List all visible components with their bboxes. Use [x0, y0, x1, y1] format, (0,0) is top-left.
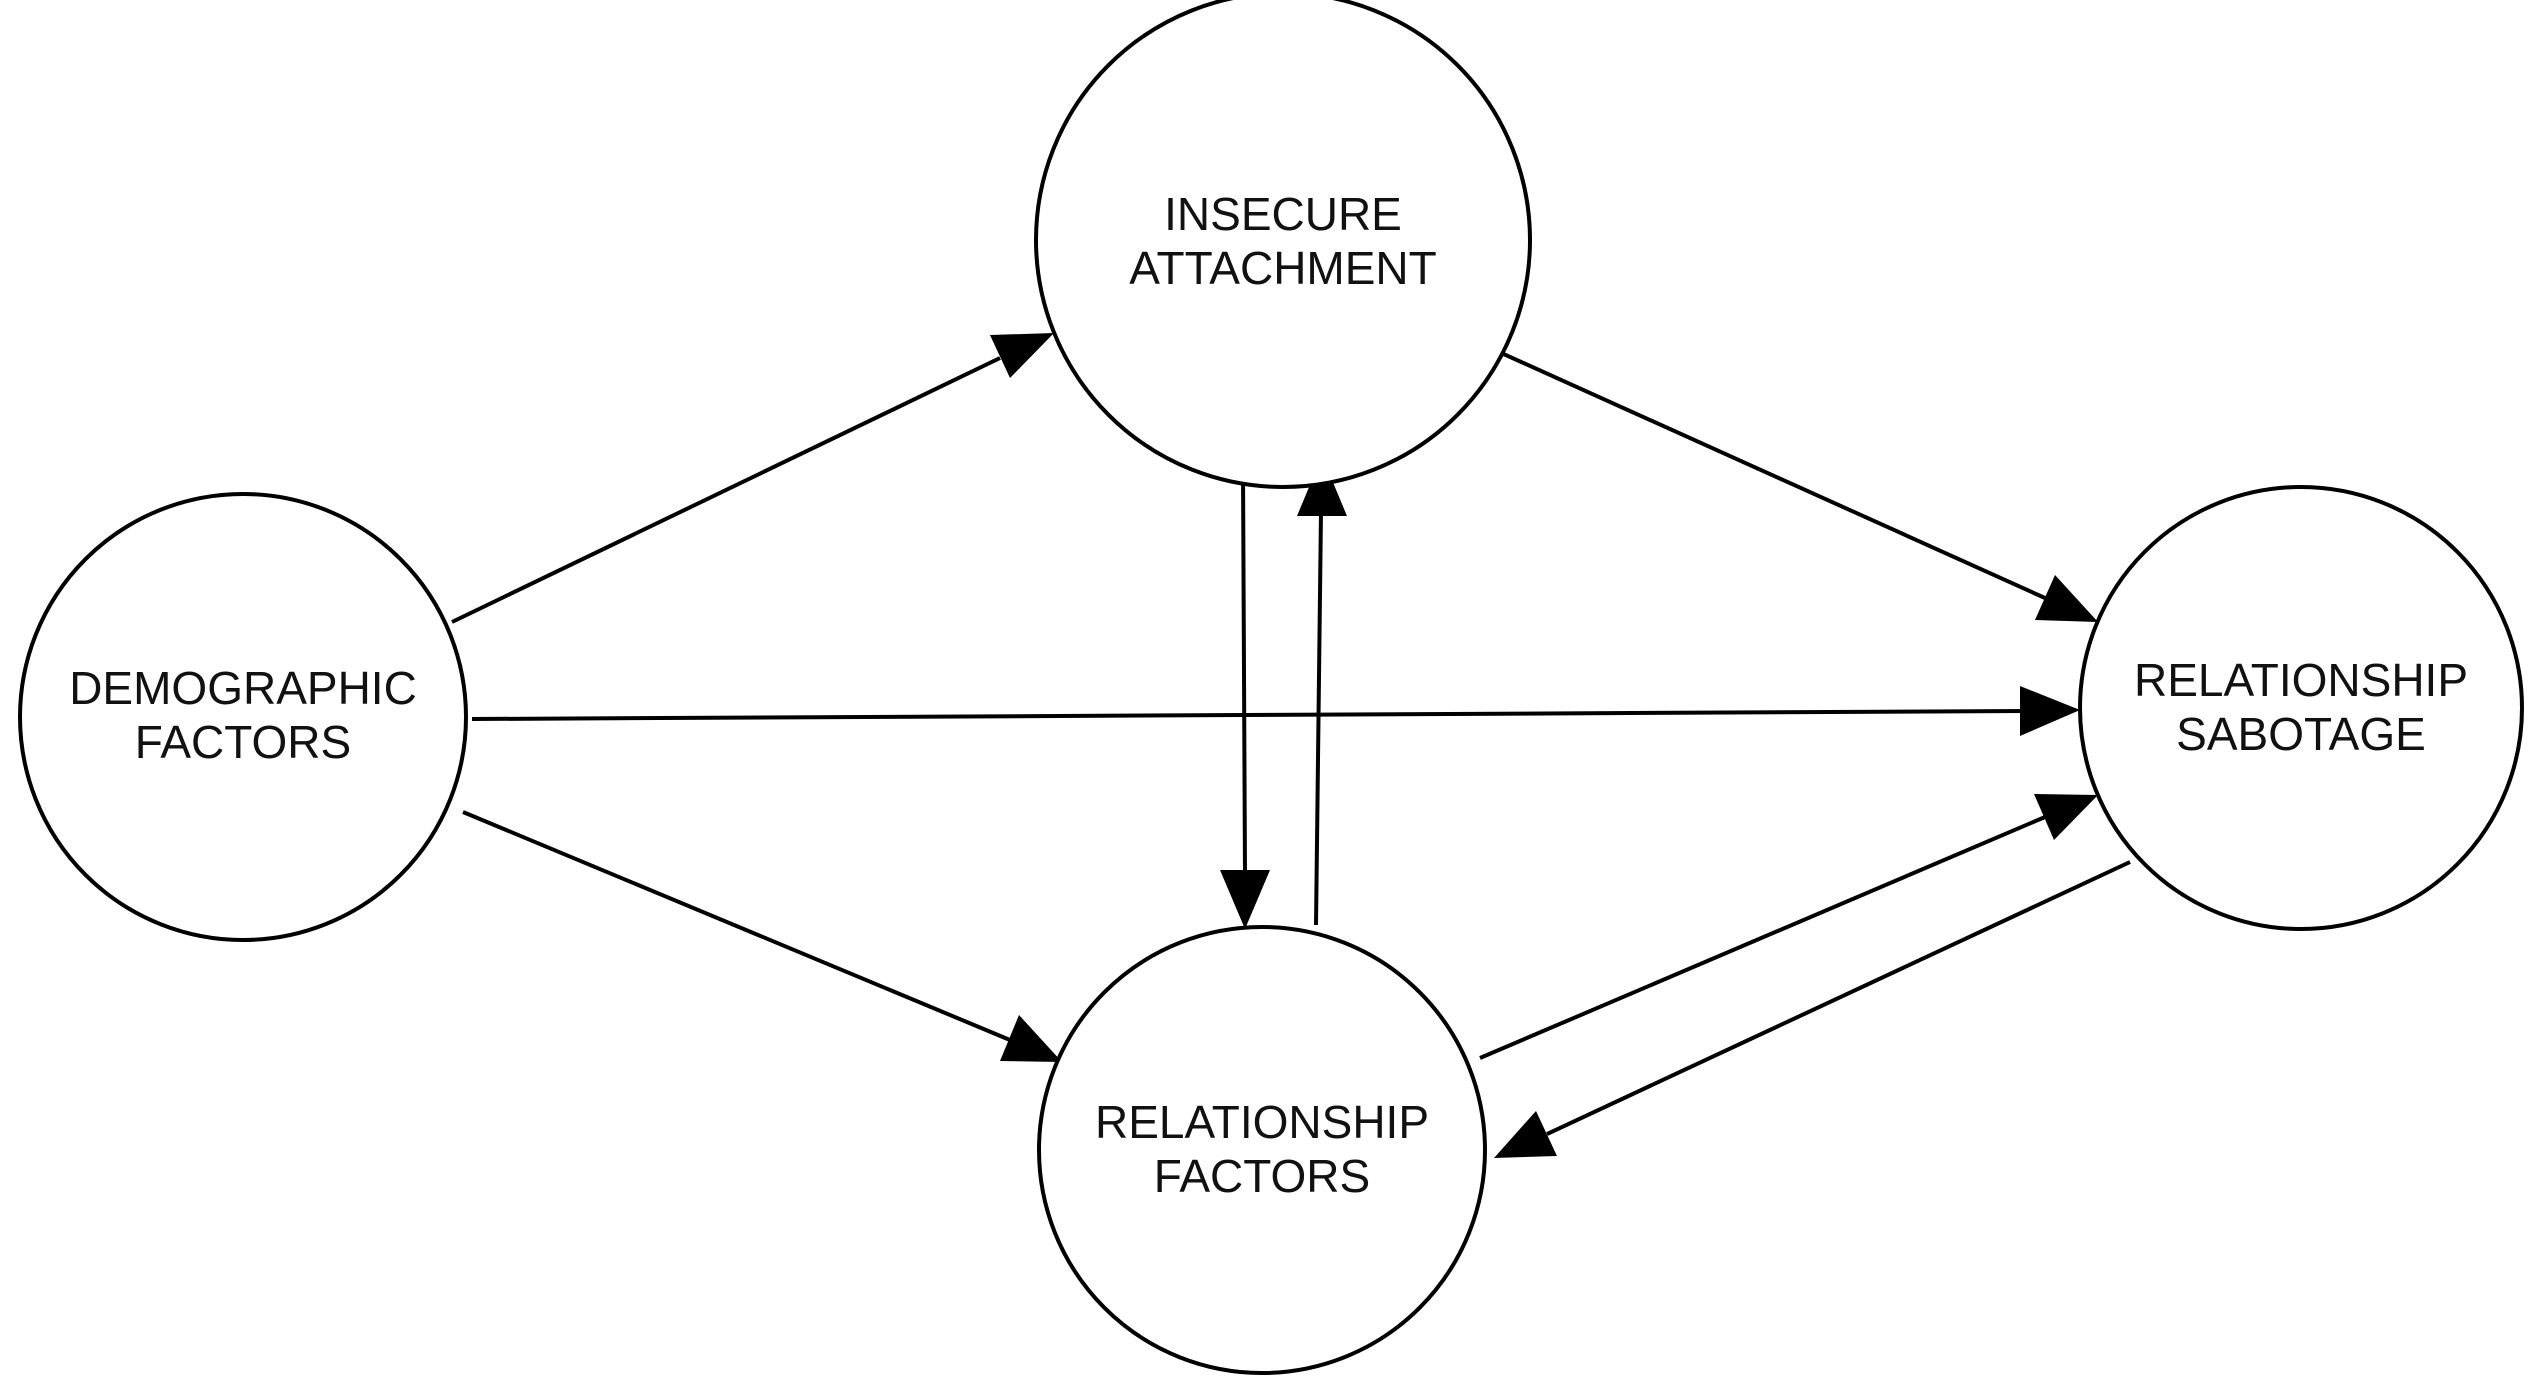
node-relationship-sabotage-label-line2: SABOTAGE	[2176, 708, 2426, 760]
edges	[451, 333, 2131, 1158]
node-relationship-sabotage: RELATIONSHIP SABOTAGE	[2078, 485, 2524, 931]
edge-demographic-to-insecure-attachment	[451, 333, 1054, 624]
edge-insecure-attachment-to-relationship-factors	[1220, 469, 1270, 929]
edge-insecure-attachment-to-relationship-sabotage	[1467, 336, 2098, 622]
node-relationship-factors: RELATIONSHIP FACTORS	[1037, 925, 1487, 1375]
edge-relationship-factors-to-insecure-attachment	[1297, 456, 1347, 926]
node-relationship-sabotage-label-line1: RELATIONSHIP	[2134, 654, 2468, 706]
edge-demographic-to-relationship-factors	[462, 810, 1062, 1062]
node-insecure-attachment-label-line1: INSECURE	[1164, 188, 1402, 240]
node-insecure-attachment: INSECURE ATTACHMENT	[1034, 0, 1532, 489]
node-demographic-factors-label-line1: DEMOGRAPHIC	[69, 662, 417, 714]
node-demographic-factors: DEMOGRAPHIC FACTORS	[18, 492, 468, 942]
node-relationship-factors-label-line2: FACTORS	[1154, 1150, 1370, 1202]
edge-relationship-factors-to-relationship-sabotage	[1479, 794, 2098, 1060]
edge-relationship-sabotage-to-relationship-factors	[1494, 860, 2131, 1158]
node-insecure-attachment-label-line2: ATTACHMENT	[1129, 242, 1437, 294]
node-demographic-factors-label-line2: FACTORS	[135, 716, 351, 768]
node-relationship-factors-label-line1: RELATIONSHIP	[1095, 1096, 1429, 1148]
edge-demographic-to-relationship-sabotage	[471, 686, 2080, 736]
